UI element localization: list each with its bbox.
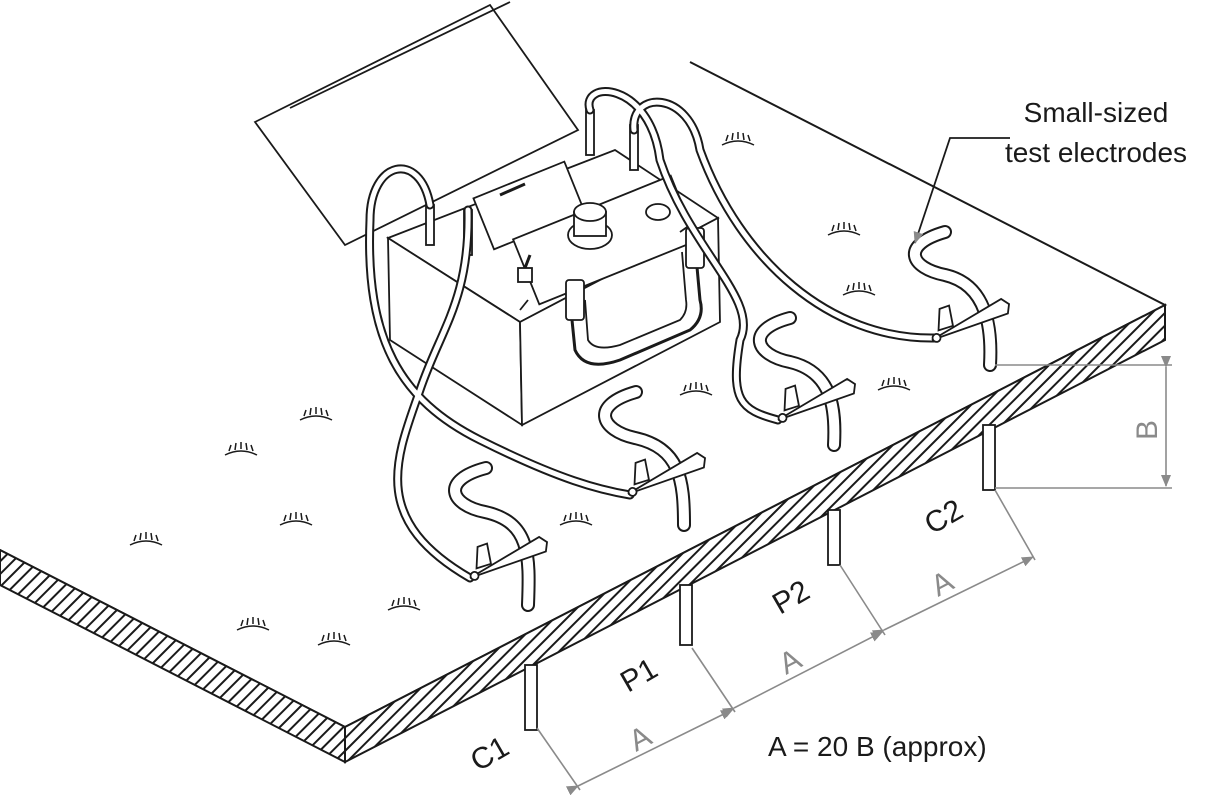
rod-c2: [982, 424, 996, 491]
callout-arrow: [913, 137, 1010, 244]
dimension-lines: [536, 356, 1172, 796]
label-p2: P2: [767, 574, 815, 621]
test-leads: [365, 87, 940, 583]
tester-lid: [253, 3, 580, 247]
label-depth-b: B: [1131, 420, 1164, 440]
rod-c1: [524, 664, 538, 731]
callout-label-line1: Small-sized: [1024, 97, 1169, 128]
callout-label-line2: test electrodes: [1005, 137, 1187, 168]
rod-p1: [679, 584, 693, 646]
label-c2: C2: [919, 493, 969, 541]
formula-label: A = 20 B (approx): [768, 731, 987, 762]
earth-tester-instrument: [253, 1, 721, 427]
tester-handle: [568, 244, 703, 366]
label-spacing-a-3: A: [926, 565, 959, 604]
label-spacing-a-2: A: [774, 643, 807, 682]
label-spacing-a-1: A: [624, 720, 657, 759]
crocodile-clips: [469, 297, 1010, 581]
label-p1: P1: [615, 652, 663, 699]
grass-tufts: [129, 132, 911, 646]
label-c1: C1: [465, 730, 515, 778]
ground-slab: [0, 61, 1168, 764]
electrodes: [448, 225, 998, 612]
buried-rods: [524, 424, 996, 731]
rod-p2: [827, 509, 841, 566]
